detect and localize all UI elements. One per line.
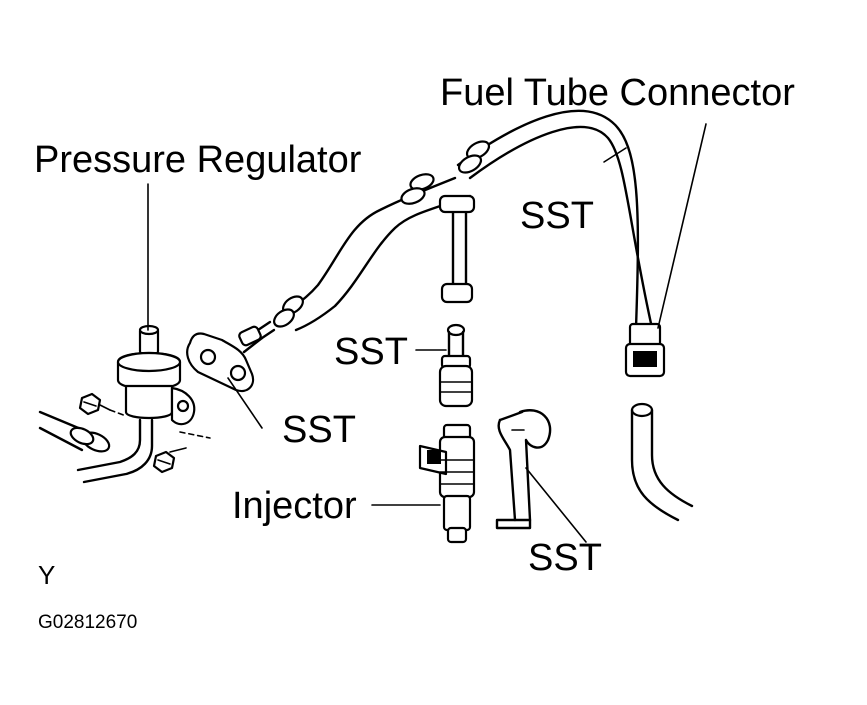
label-pressure-regulator: Pressure Regulator	[34, 139, 362, 181]
view-letter: Y	[38, 560, 55, 590]
bolt-lower	[152, 447, 187, 474]
sst-plate	[186, 332, 264, 393]
fuel-pipe	[630, 402, 694, 522]
sst-fuel-hose	[238, 109, 654, 347]
label-fuel-tube-connector: Fuel Tube Connector	[440, 72, 795, 114]
label-sst-lower: SST	[528, 537, 602, 579]
figure-code: G02812670	[38, 612, 137, 633]
injector-part	[418, 423, 476, 544]
sst-adapter	[438, 323, 474, 408]
leader-fuel-tube-connector	[657, 123, 707, 329]
fuel-tube-connector	[624, 322, 666, 378]
label-sst-left: SST	[282, 409, 356, 451]
return-hose	[38, 410, 111, 453]
label-sst-middle: SST	[334, 331, 408, 373]
pressure-regulator-part	[76, 324, 211, 484]
sst-clip	[495, 409, 552, 530]
label-injector: Injector	[232, 485, 357, 527]
leader-sst-upper	[603, 147, 627, 163]
leader-sst-lower	[525, 467, 587, 543]
label-sst-upper: SST	[520, 195, 594, 237]
bolt-upper	[78, 392, 111, 416]
leader-lines	[147, 123, 707, 543]
leader-sst-left	[227, 377, 263, 429]
